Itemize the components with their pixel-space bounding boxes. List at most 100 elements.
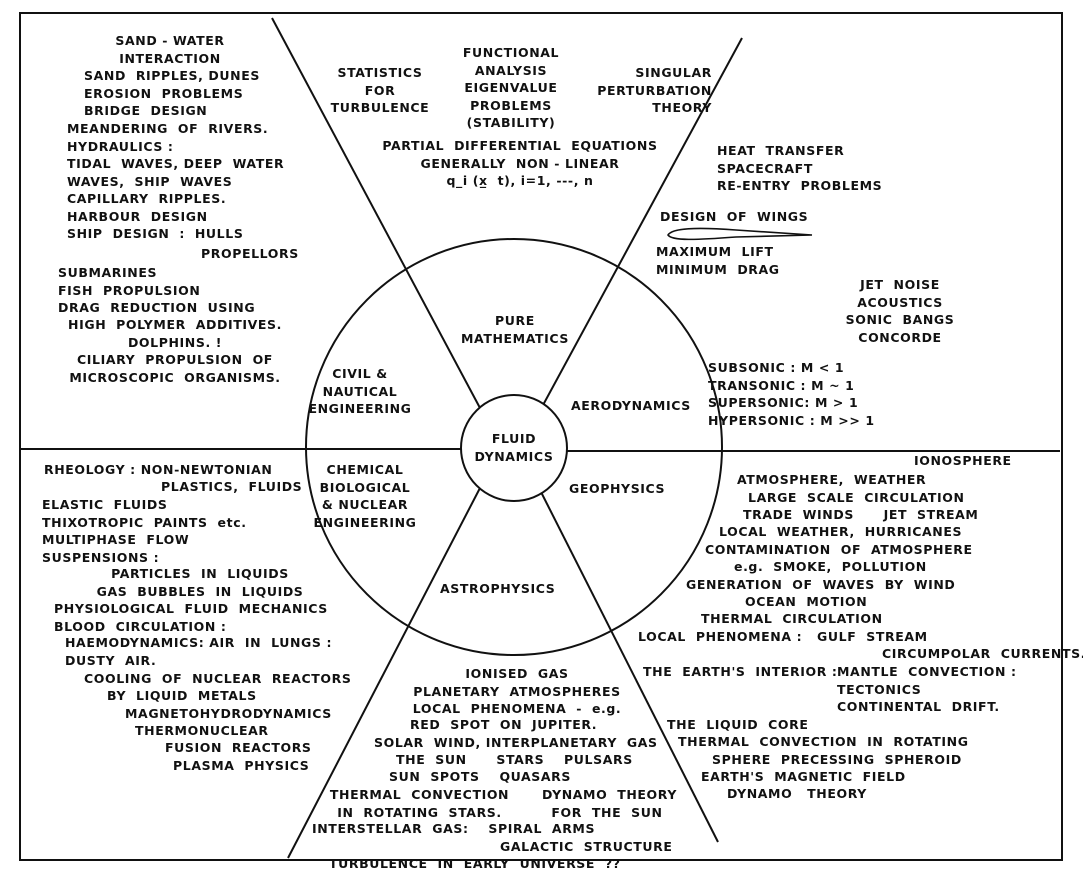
text-line: ENGINEERING (308, 401, 412, 416)
text-line: TRANSONIC : M ~ 1 (708, 377, 855, 393)
topic-circumpolar: CIRCUMPOLAR CURRENTS. (882, 645, 1083, 663)
text-line: IONOSPHERE (914, 453, 1012, 468)
topic-rotating: THERMAL CONVECTION IN ROTATING (678, 733, 969, 751)
topic-waves-by-wind: GENERATION OF WAVES BY WIND (686, 576, 955, 594)
text-line: FOR (364, 82, 396, 98)
text-line: ELASTIC FLUIDS (42, 497, 168, 512)
text-line: INTERSTELLAR GAS: SPIRAL ARMS (312, 821, 596, 836)
topic-heat-transfer: HEAT TRANSFER SPACECRAFT RE-ENTRY PROBLEMS (717, 142, 882, 195)
sector-geophysics: GEOPHYSICS (569, 480, 665, 498)
text-line: PLANETARY ATMOSPHERES (413, 683, 621, 699)
text-line: THERMAL CIRCULATION (701, 611, 883, 626)
text-line: HEAT TRANSFER (717, 143, 845, 158)
text-line: MANTLE CONVECTION : (837, 664, 1017, 679)
text-line: AERODYNAMICS (571, 398, 691, 413)
text-line: CILIARY PROPULSION OF (77, 352, 273, 367)
topic-liquid-metals: BY LIQUID METALS (107, 687, 257, 705)
text-line: SPACECRAFT (717, 160, 813, 176)
topic-fusion: FUSION REACTORS (165, 739, 312, 757)
text-line: (STABILITY) (466, 115, 556, 130)
text-line: PERTURBATION (597, 82, 712, 98)
topic-thermal-circulation: THERMAL CIRCULATION (701, 610, 883, 628)
text-line: SAND - WATER (115, 33, 225, 48)
topic-wings-title: DESIGN OF WINGS (660, 208, 808, 226)
text-line: HIGH POLYMER ADDITIVES. (68, 317, 282, 332)
text-line: JET NOISE (860, 277, 940, 292)
text-line: CIRCUMPOLAR CURRENTS. (882, 646, 1083, 661)
text-line: COOLING OF NUCLEAR REACTORS (84, 671, 352, 686)
text-line: RE-ENTRY PROBLEMS (717, 178, 883, 193)
topic-large-scale: LARGE SCALE CIRCULATION (748, 489, 965, 507)
text-line: LOCAL PHENOMENA - e.g. (412, 701, 622, 716)
topic-plasma: PLASMA PHYSICS (173, 757, 309, 775)
text-line: MEANDERING OF RIVERS. (67, 121, 269, 136)
text-line: SUSPENSIONS : (42, 549, 160, 565)
topic-red-spot: RED SPOT ON JUPITER. (410, 716, 597, 734)
text-line: CAPILLARY RIPPLES. (67, 191, 227, 206)
text-line: PARTIAL DIFFERENTIAL EQUATIONS (382, 138, 658, 153)
text-line: ANALYSIS (474, 62, 548, 78)
text-line: IN ROTATING STARS. (337, 804, 502, 820)
text-line: PROPELLORS (201, 246, 299, 261)
topic-earth-interior: THE EARTH'S INTERIOR : (643, 663, 837, 681)
text-line: IONISED GAS (465, 666, 569, 681)
text-line: MINIMUM DRAG (656, 261, 780, 277)
text-line: FISH PROPULSION (58, 282, 201, 298)
text-line: LARGE SCALE CIRCULATION (748, 490, 965, 505)
text-line: BRIDGE DESIGN (84, 103, 208, 118)
text-line: ENGINEERING (313, 514, 417, 530)
text-line: DOLPHINS. ! (127, 334, 223, 350)
text-line: THE SUN STARS PULSARS (396, 752, 633, 767)
topic-contamination: CONTAMINATION OF ATMOSPHERE (705, 541, 973, 559)
text-line: CIVIL & (332, 366, 388, 381)
text-line: PROBLEMS (470, 97, 552, 113)
text-line: TURBULENCE IN EARLY UNIVERSE ?? (329, 856, 621, 871)
text-line: STATISTICS (337, 65, 423, 80)
text-line: EIGENVALUE (464, 80, 558, 95)
text-line: SHIP DESIGN : HULLS (67, 226, 244, 241)
text-line: MICROSCOPIC ORGANISMS. (69, 369, 281, 385)
outer-circle (305, 238, 723, 656)
text-line: THE LIQUID CORE (667, 717, 809, 732)
text-line: MATHEMATICS (461, 330, 569, 346)
sector-aerodynamics: AERODYNAMICS (571, 397, 691, 415)
text-line: BIOLOGICAL (319, 479, 411, 495)
text-line: THERMAL CONVECTION IN ROTATING (678, 734, 969, 749)
text-line: CONTAMINATION OF ATMOSPHERE (705, 542, 973, 557)
topic-hydraulics: MEANDERING OF RIVERS.HYDRAULICS :TIDAL W… (67, 120, 284, 243)
text-line: INTERACTION (119, 50, 221, 66)
topic-ionised-gas: IONISED GAS PLANETARY ATMOSPHERES LOCAL PH… (382, 665, 652, 718)
text-line: DRAG REDUCTION USING (58, 300, 256, 315)
topic-ocean-motion: OCEAN MOTION (745, 593, 867, 611)
text-line: DYNAMICS (474, 448, 554, 464)
topic-interstellar-gas: INTERSTELLAR GAS: SPIRAL ARMS (312, 820, 595, 838)
topic-ionosphere: IONOSPHERE (914, 452, 1012, 470)
text-line: THERMONUCLEAR (135, 723, 269, 738)
text-line: BLOOD CIRCULATION : (54, 618, 227, 634)
text-line: GALACTIC STRUCTURE (500, 839, 673, 854)
text-line: THE EARTH'S INTERIOR : (643, 664, 838, 679)
topic-sand-water: SAND - WATER INTERACTION (90, 32, 250, 67)
sector-astrophysics: ASTROPHYSICS (440, 580, 555, 598)
text-line: TRADE WINDS JET STREAM (743, 507, 979, 522)
text-line: FLUID (491, 431, 537, 446)
topic-trade-winds: TRADE WINDS JET STREAM (743, 506, 978, 524)
text-line: GENERALLY NON - LINEAR (420, 155, 620, 171)
text-line: ACOUSTICS (857, 294, 943, 310)
text-line: THEORY (652, 100, 712, 115)
text-line: BY LIQUID METALS (107, 688, 257, 703)
text-line: PLASMA PHYSICS (173, 758, 310, 773)
text-line: PHYSIOLOGICAL FLUID MECHANICS (54, 601, 328, 616)
text-line: NAUTICAL (322, 383, 398, 399)
topic-sphere: SPHERE PRECESSING SPHEROID (712, 751, 962, 769)
topic-liquid-core: THE LIQUID CORE (667, 716, 809, 734)
topic-thermonuclear: THERMONUCLEAR (135, 722, 269, 740)
